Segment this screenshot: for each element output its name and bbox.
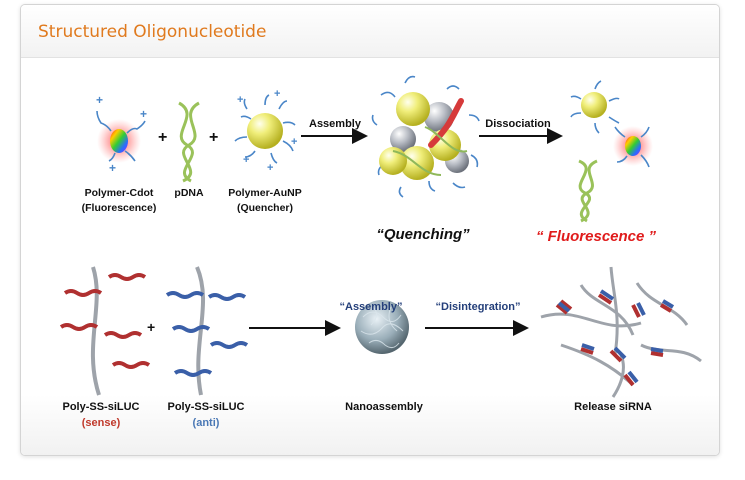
bottom-gradient [21, 395, 719, 455]
release-sirna-label: Release siRNA [574, 401, 652, 413]
polymer-cdot-label: Polymer-Cdot (Fluorescence) [73, 186, 165, 216]
assembly-arrow-label: Assembly [309, 118, 361, 130]
polymer-aunp-label: Polymer-AuNP (Quencher) [217, 186, 313, 216]
dissociation-arrow-label: Dissociation [485, 118, 551, 130]
fluorescence-state-label: “ Fluorescence ” [535, 228, 657, 245]
nanoassembly-label: Nanoassembly [345, 401, 423, 413]
sense-tag: (sense) [81, 417, 121, 429]
released-aunp-icon [570, 80, 620, 134]
released-sirna-icon [540, 266, 702, 398]
svg-text:+: + [237, 94, 243, 106]
card-title: Structured Oligonucleotide [38, 22, 267, 42]
released-pdna-icon [578, 159, 598, 223]
svg-text:+: + [267, 162, 273, 174]
quenched-complex-icon [371, 75, 480, 198]
polymer-aunp-icon: + + + + + [234, 88, 297, 174]
svg-text:+: + [243, 154, 249, 166]
pdna-label: pDNA [174, 187, 204, 199]
card-header: Structured Oligonucleotide [21, 5, 719, 58]
polymer-aunp-role: (Quencher) [236, 202, 293, 214]
anti-strand-label: Poly-SS-siLUC (anti) [159, 399, 253, 431]
assembly-bottom-arrow-label: “Assembly” [339, 301, 403, 313]
figure-card: Structured Oligonucleotide [20, 4, 720, 456]
plus-sign-1: + [158, 129, 167, 146]
svg-text:+: + [96, 93, 103, 107]
plus-sign-2: + [209, 129, 218, 146]
nanoassembly-icon [355, 300, 409, 354]
polymer-cdot-name: Polymer-Cdot [84, 187, 154, 199]
anti-strand-name: Poly-SS-siLUC [167, 401, 245, 413]
sense-strand-label: Poly-SS-siLUC (sense) [55, 399, 147, 431]
polymer-cdot-icon: + + + [96, 93, 147, 175]
quenching-state-label: “Quenching” [376, 226, 470, 243]
pdna-icon [178, 101, 200, 183]
svg-text:+: + [274, 88, 280, 100]
poly-ss-siluc-sense-icon [59, 266, 151, 396]
disintegration-arrow-label: “Disintegration” [435, 301, 521, 313]
fluorescent-cdot-icon [613, 126, 653, 168]
svg-text:+: + [140, 107, 147, 121]
svg-text:+: + [109, 161, 116, 175]
plus-sign-3: + [147, 319, 155, 335]
anti-tag: (anti) [192, 417, 220, 429]
poly-ss-siluc-anti-icon [165, 266, 249, 396]
sense-strand-name: Poly-SS-siLUC [62, 401, 140, 413]
polymer-aunp-name: Polymer-AuNP [228, 187, 302, 199]
polymer-cdot-role: (Fluorescence) [81, 202, 157, 214]
process-diagram: + + + + + + + + + + [59, 75, 702, 398]
svg-text:+: + [291, 136, 297, 148]
